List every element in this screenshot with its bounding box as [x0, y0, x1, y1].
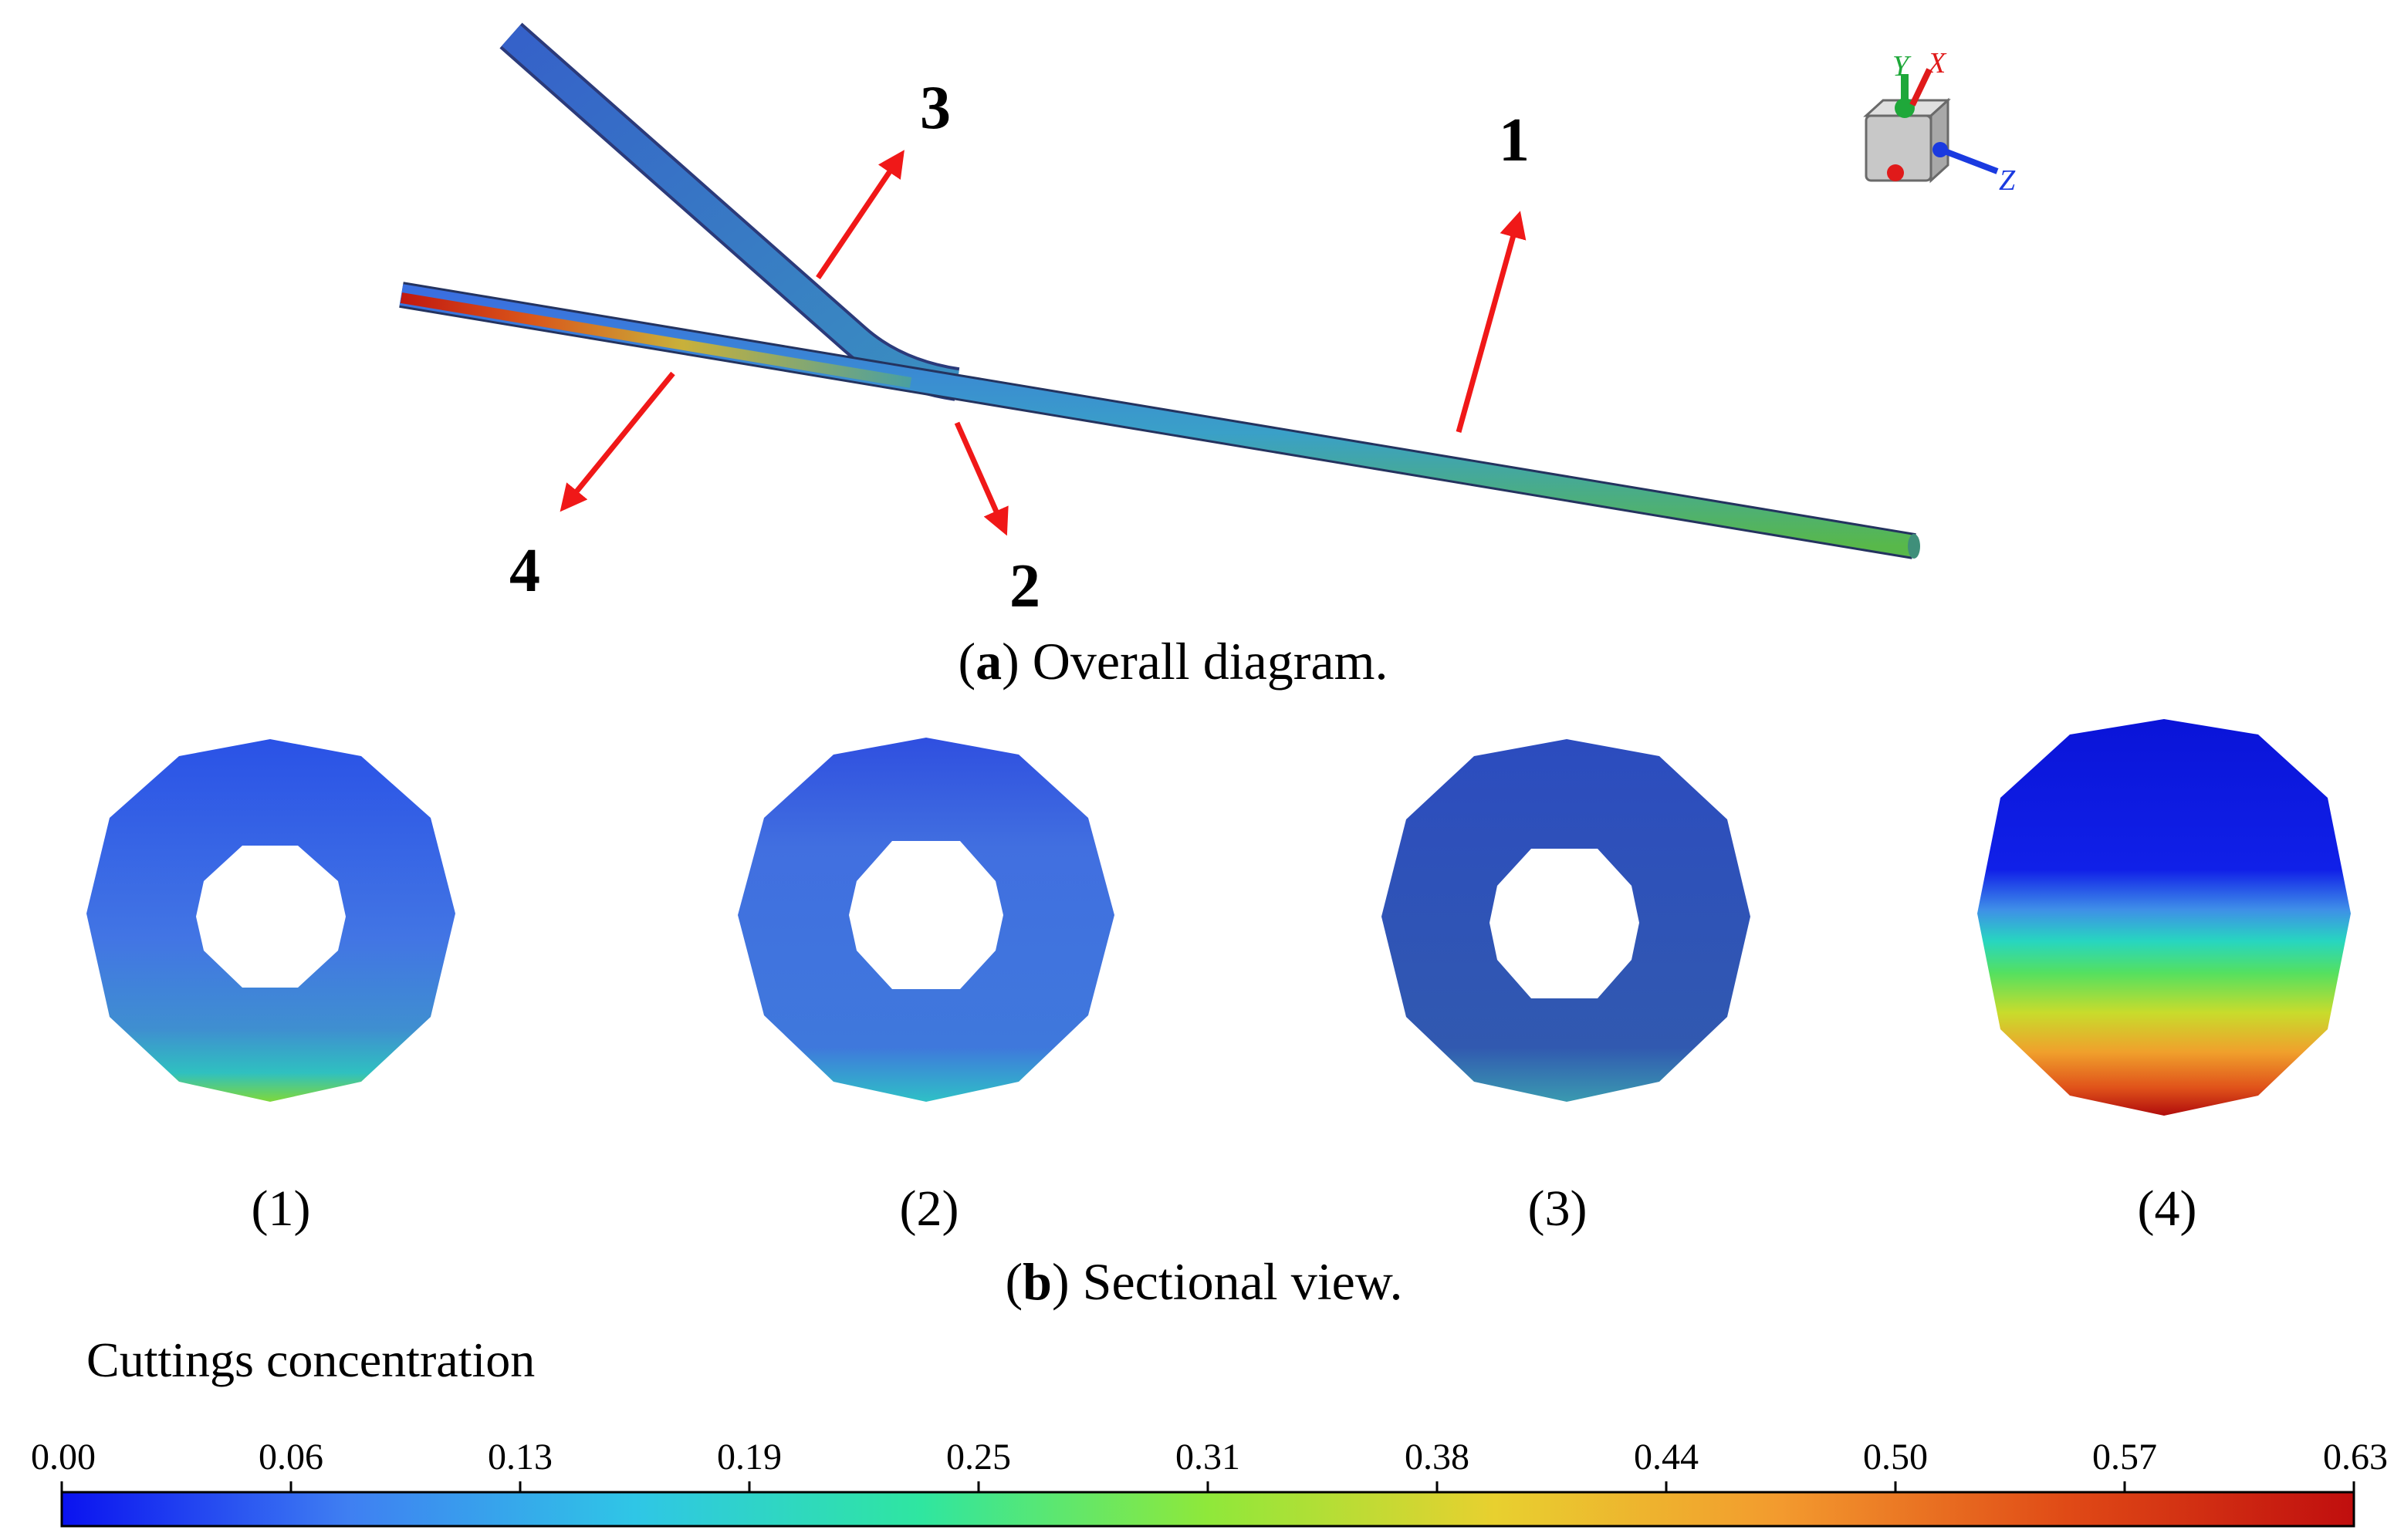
arrow-2 [954, 421, 1009, 536]
callout-4: 4 [509, 537, 540, 605]
colorbar-tick-label: 0.25 [946, 1437, 1011, 1478]
callout-1: 1 [1499, 106, 1530, 174]
pipe-end-cap [1908, 534, 1920, 559]
section-3 [1381, 739, 1750, 1102]
caption-a: (a) Overall diagram. [958, 632, 1388, 691]
colorbar-tick-label: 0.50 [1863, 1437, 1928, 1478]
colorbar-title: Cuttings concentration [86, 1332, 535, 1387]
arrow-1 [1456, 211, 1527, 433]
section-label-4: (4) [2138, 1180, 2197, 1237]
axis-y-label: Y [1892, 50, 1912, 83]
colorbar-tick-label: 0.44 [1634, 1437, 1699, 1478]
section-4 [1977, 719, 2351, 1116]
colorbar-ticks: 0.00 0.06 0.13 0.19 0.25 0.31 0.38 0.44 0.50 0.57… [31, 1437, 2388, 1492]
arrow-4 [560, 371, 675, 512]
section-2 [738, 738, 1114, 1102]
colorbar-tick-label: 0.00 [31, 1437, 96, 1478]
caption-b: (b) Sectional view. [1006, 1252, 1403, 1311]
section-label-2: (2) [900, 1180, 959, 1237]
colorbar-tick-label: 0.31 [1175, 1437, 1240, 1478]
colorbar-tick-label: 0.38 [1405, 1437, 1469, 1478]
colorbar-tick-label: 0.19 [717, 1437, 782, 1478]
arrow-3 [816, 150, 905, 279]
callout-2: 2 [1009, 552, 1040, 620]
colorbar-tick-label: 0.57 [2092, 1437, 2157, 1478]
colorbar [60, 1491, 2355, 1528]
section-label-3: (3) [1528, 1180, 1588, 1237]
callout-arrows [560, 150, 1527, 536]
pipe-assembly [399, 22, 1920, 559]
colorbar-tick-label: 0.13 [488, 1437, 553, 1478]
section-label-1: (1) [252, 1180, 311, 1237]
axis-x-label: X [1926, 47, 1947, 79]
inlet-pipe-segment [400, 292, 912, 388]
colorbar-tick-label: 0.63 [2323, 1437, 2388, 1478]
axis-z-label: Z [1999, 164, 2016, 197]
axes-triad-icon: Y X Z [1863, 47, 2016, 197]
colorbar-tick-label: 0.06 [259, 1437, 323, 1478]
callout-3: 3 [920, 74, 951, 142]
section-1 [86, 739, 455, 1102]
